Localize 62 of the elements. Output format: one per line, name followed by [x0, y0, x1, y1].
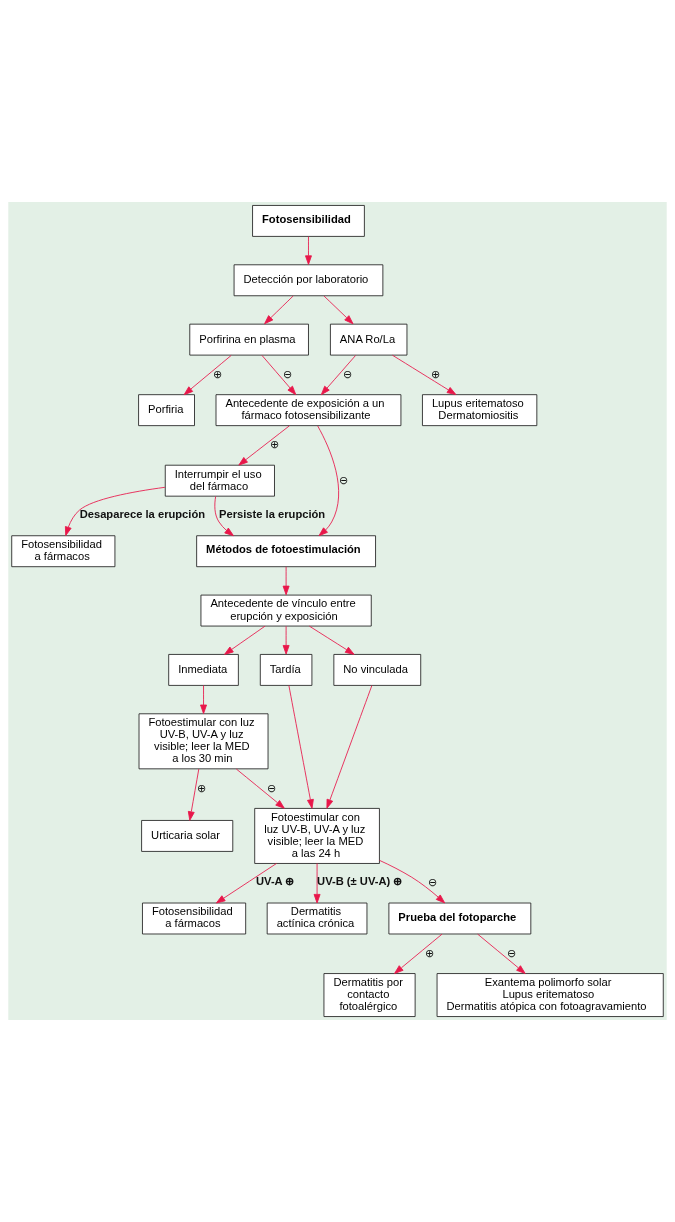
arrow — [215, 863, 277, 904]
arrow — [288, 685, 314, 809]
node-box: Métodos de fotoestimulación — [196, 535, 376, 568]
edge-label: Desaparece la erupción — [79, 508, 206, 521]
edge-label: ⊕ — [269, 438, 279, 451]
arrow — [379, 859, 446, 904]
node-box: Fotosensibilidad a fármacos — [11, 535, 116, 568]
arrow — [214, 496, 234, 537]
node-box: Fotosensibilidad — [252, 205, 365, 237]
edge-label: ⊖ — [507, 946, 517, 959]
arrow — [323, 295, 354, 325]
arrow — [183, 355, 232, 396]
arrow — [187, 768, 200, 821]
node-box: ANA Ro/La — [329, 323, 408, 356]
edge-label: ⊖ — [267, 781, 277, 794]
node-box: Dermatitis por contacto fotoalérgico — [323, 973, 416, 1017]
arrow — [317, 425, 339, 537]
arrow — [313, 863, 321, 904]
node-box: Porfiria — [138, 394, 195, 427]
arrow — [282, 566, 290, 596]
node-box: Lupus eritematoso Dermatomiositis — [422, 394, 538, 427]
edge-label: Persiste la erupción — [219, 508, 326, 521]
node-box: Prueba del fotoparche — [388, 902, 532, 935]
node-box: Tardía — [259, 654, 313, 686]
node-box: Interrumpir el uso del fármaco — [164, 464, 275, 497]
edge-label: ⊕ — [425, 946, 435, 959]
node-box: Fotoestimular con luz UV-B, UV-A y luz visible; leer la MED a las 24 h — [254, 807, 380, 864]
arrow — [394, 933, 443, 974]
node-box: No vinculada — [333, 654, 422, 686]
arrow — [477, 933, 526, 974]
arrow — [282, 625, 290, 655]
arrow — [320, 355, 357, 396]
node-box: Inmediata — [168, 654, 239, 686]
arrow — [264, 295, 294, 325]
arrow — [64, 486, 166, 536]
node-box: Antecedente de vínculo entre erupción y exposición — [200, 594, 372, 627]
arrow — [238, 425, 290, 466]
edge-label: ⊕ — [430, 367, 440, 380]
node-box: Fotoestimular con luz UV-B, UV-A y luz visible; leer la MED a los 30 min — [138, 713, 269, 770]
edge-label: ⊖ — [282, 367, 292, 380]
arrow — [392, 354, 457, 395]
arrow — [308, 625, 355, 655]
edge-label: ⊕ — [212, 367, 222, 380]
edge-label: UV-B (± UV-A) ⊕ — [317, 875, 403, 888]
node-box: Detección por laboratorio — [233, 264, 384, 297]
arrow — [305, 236, 312, 265]
node-box: Dermatitis actínica crónica — [266, 902, 368, 935]
node-box: Porfirina en plasma — [189, 323, 309, 356]
arrow — [261, 355, 297, 396]
edge-label: ⊕ — [196, 781, 206, 794]
arrow — [235, 768, 285, 809]
node-box: Antecedente de exposición a un fármaco fotosensibilizante — [215, 394, 402, 427]
node-box: Exantema polimorfo solar Lupus eritematoso Dermatitis atópica con fotoagravamiento — [436, 973, 664, 1017]
edge-label: ⊖ — [428, 876, 438, 889]
edge-label: UV-A ⊕ — [256, 875, 295, 888]
edge-label: ⊖ — [339, 473, 349, 486]
node-box: Fotosensibilidad a fármacos — [142, 902, 247, 935]
arrow — [200, 685, 207, 715]
arrow — [326, 685, 373, 809]
node-box: Urticaria solar — [141, 820, 234, 852]
arrow — [224, 625, 266, 655]
edge-label: ⊖ — [342, 367, 352, 380]
